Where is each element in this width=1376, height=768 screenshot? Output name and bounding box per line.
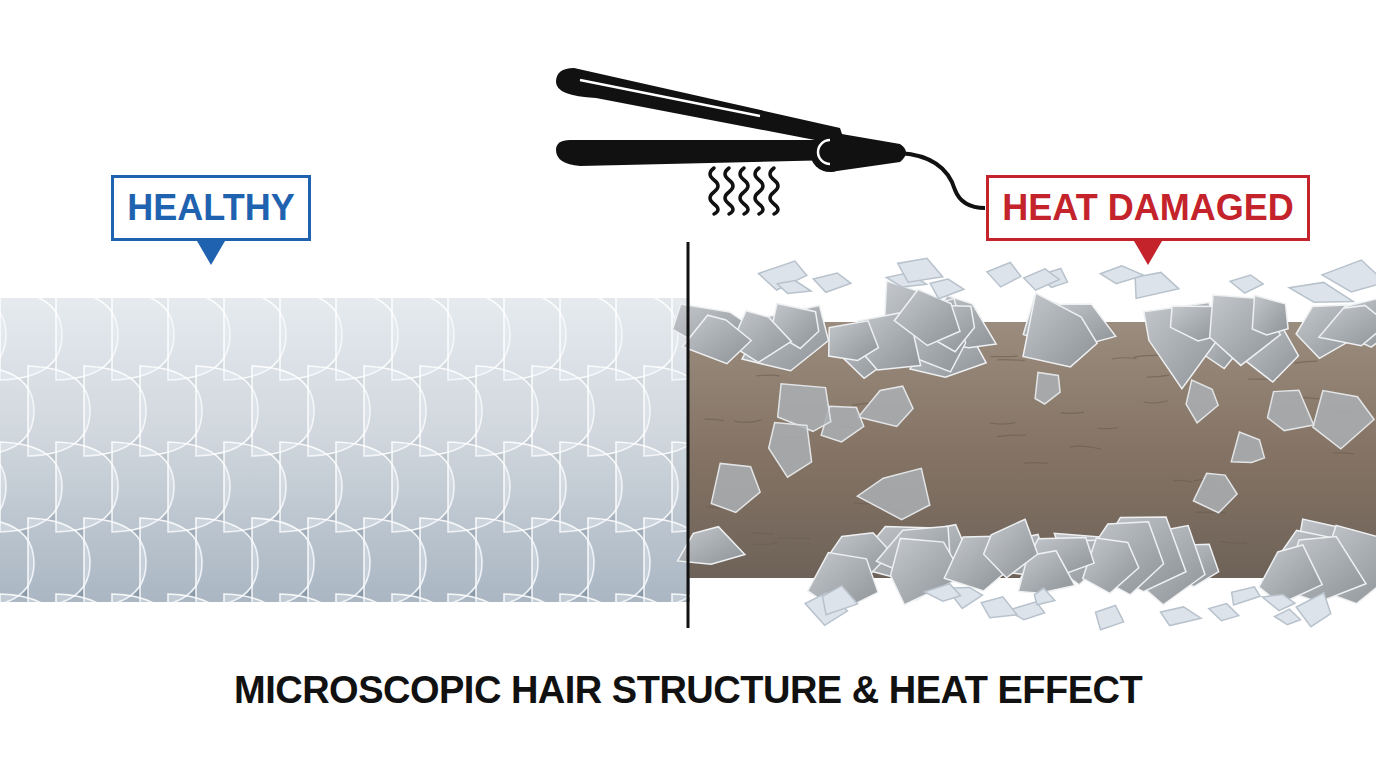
cuticle-flake <box>894 290 960 346</box>
damage-texture <box>1098 427 1118 428</box>
damage-texture <box>756 375 780 377</box>
cuticle-flake <box>1259 545 1322 604</box>
damage-texture <box>990 423 1015 424</box>
pointer-triangle <box>197 241 225 265</box>
cuticle-flake <box>823 586 858 615</box>
damage-texture <box>734 420 761 423</box>
cuticle-scale <box>224 594 286 602</box>
damage-texture <box>1143 401 1167 403</box>
cuticle-flake <box>1322 260 1376 292</box>
cuticle-flake <box>1232 587 1261 605</box>
label-text: HEALTHY <box>127 190 294 226</box>
cuticle-flake <box>1096 606 1124 630</box>
cuticle-flake <box>1252 295 1288 335</box>
cuticle-flake <box>1230 275 1263 293</box>
cuticle-scale <box>392 594 454 602</box>
damage-texture <box>1173 480 1192 482</box>
cuticle-flake <box>930 279 964 299</box>
cuticle-scale <box>84 518 146 602</box>
cuticle-scale <box>504 594 566 602</box>
cuticle-scale <box>28 518 90 602</box>
cuticle-scale <box>280 594 342 602</box>
cuticle-flake <box>981 597 1017 618</box>
cuticle-flake <box>925 584 961 601</box>
cuticle-scale <box>196 518 258 602</box>
cuticle-flake <box>898 258 943 282</box>
label-text: HEAT DAMAGED <box>1002 190 1293 226</box>
damage-texture <box>1061 412 1084 413</box>
divider-line <box>687 242 690 628</box>
cuticle-scale <box>336 594 398 602</box>
cuticle-scale <box>588 518 650 602</box>
damaged-label-box: HEAT DAMAGED <box>986 175 1310 241</box>
cuticle-flake <box>1296 593 1331 627</box>
damage-texture <box>1294 361 1317 363</box>
damage-texture <box>1070 446 1101 449</box>
cuticle-flake <box>1268 390 1314 430</box>
cuticle-flake <box>1262 595 1295 611</box>
damage-texture <box>1112 358 1137 359</box>
diagram-title: MICROSCOPIC HAIR STRUCTURE & HEAT EFFECT <box>234 669 1142 712</box>
cuticle-flake <box>1100 266 1144 284</box>
cuticle-scale <box>532 518 594 602</box>
cuticle-scale <box>420 518 482 602</box>
cuticle-scale <box>308 518 370 602</box>
cuticle-scale <box>112 594 174 602</box>
healthy-label-box: HEALTHY <box>111 175 311 241</box>
pointer-triangle <box>1134 241 1162 265</box>
cuticle-flake <box>857 468 929 519</box>
cuticle-scale <box>616 594 678 602</box>
damage-texture <box>1024 462 1048 464</box>
cuticle-flake <box>1193 473 1237 513</box>
damage-texture <box>997 435 1025 436</box>
damage-texture <box>1220 541 1247 543</box>
cuticle-flake <box>1275 609 1301 625</box>
cuticle-flake <box>1024 269 1060 290</box>
cuticle-flake <box>829 321 879 361</box>
cuticle-scale <box>0 594 62 602</box>
cuticle-flake <box>858 386 913 426</box>
pointer-shape <box>197 241 225 265</box>
cuticle-scale <box>252 518 314 602</box>
damage-texture <box>1147 375 1169 377</box>
cuticle-flake <box>711 463 760 512</box>
cuticle-flake <box>1186 380 1218 423</box>
cuticle-flake <box>777 281 811 294</box>
damage-texture <box>991 356 1018 358</box>
damage-texture <box>752 533 774 534</box>
cuticle-scale <box>168 594 230 602</box>
cuticle-scale <box>56 594 118 602</box>
damage-texture <box>1134 355 1161 356</box>
damage-texture <box>997 359 1025 361</box>
cuticle-flake <box>1023 293 1097 367</box>
damage-texture <box>1195 511 1225 513</box>
cuticle-flake <box>1231 432 1264 462</box>
cuticle-flake <box>1313 391 1374 449</box>
cuticle-flake <box>984 519 1038 578</box>
heat-waves <box>710 168 778 214</box>
damage-texture <box>753 543 778 545</box>
cuticle-flake <box>1209 604 1239 621</box>
damage-texture <box>779 537 810 539</box>
cuticle-flake <box>1319 305 1376 345</box>
cuticle-scale <box>476 518 538 602</box>
cuticle-scale <box>364 518 426 602</box>
cuticle-flake <box>1161 607 1202 626</box>
cuticle-flake <box>1035 372 1060 404</box>
cuticle-flake <box>813 273 851 292</box>
flat-iron-icon <box>556 68 985 208</box>
cuticle-flake <box>769 423 812 478</box>
pointer-shape <box>1134 241 1162 265</box>
cuticle-scale <box>140 518 202 602</box>
cuticle-flake <box>1083 538 1139 593</box>
cuticle-flake <box>1034 588 1055 605</box>
cuticle-scale <box>448 594 510 602</box>
cuticle-flake <box>987 263 1021 287</box>
damage-texture <box>705 419 724 421</box>
cuticle-flake <box>682 315 751 364</box>
cuticle-scale <box>560 594 622 602</box>
damage-texture <box>1333 452 1354 454</box>
